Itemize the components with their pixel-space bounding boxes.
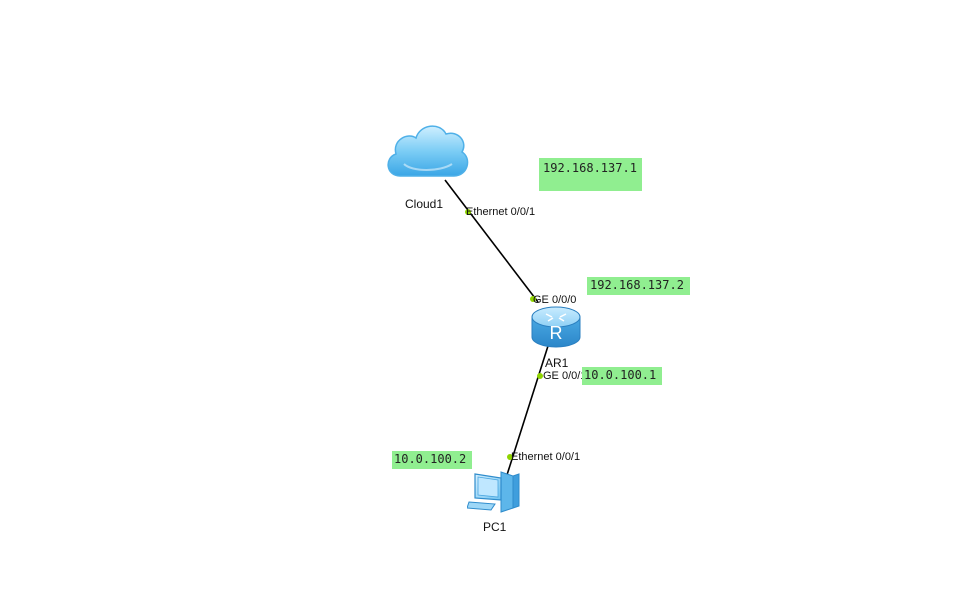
pc-icon xyxy=(466,471,520,513)
port-dot-router-ge0 xyxy=(530,296,536,302)
port-dot-pc-eth xyxy=(507,454,513,460)
ip-note-router-wan[interactable]: 192.168.137.2 xyxy=(587,277,690,295)
cloud-name-label: Cloud1 xyxy=(405,197,444,211)
port-label-cloud-eth: Ethernet 0/0/1 xyxy=(466,206,536,218)
link-cloud-router[interactable] xyxy=(444,179,539,303)
port-dot-router-ge1 xyxy=(537,373,543,379)
cloud-icon xyxy=(387,125,469,177)
router-glyph: R xyxy=(549,323,563,343)
ip-note-cloud[interactable]: 192.168.137.1 xyxy=(539,158,642,191)
port-dot-cloud-eth xyxy=(465,209,471,215)
port-label-pc-eth: Ethernet 0/0/1 xyxy=(511,451,581,463)
router-icon xyxy=(531,306,581,348)
cloud-device[interactable] xyxy=(382,118,470,190)
ip-note-pc[interactable]: 10.0.100.2 xyxy=(392,451,472,469)
ip-note-router-lan[interactable]: 10.0.100.1 xyxy=(582,367,662,385)
router-name-label: AR1 xyxy=(545,356,569,370)
pc-device[interactable] xyxy=(466,468,523,514)
port-label-router-ge1: GE 0/0/1 xyxy=(543,370,587,382)
pc-name-label: PC1 xyxy=(483,520,507,534)
link-router-pc[interactable] xyxy=(505,345,549,479)
router-device[interactable]: R xyxy=(530,303,582,351)
port-label-router-ge0: GE 0/0/0 xyxy=(533,294,577,306)
